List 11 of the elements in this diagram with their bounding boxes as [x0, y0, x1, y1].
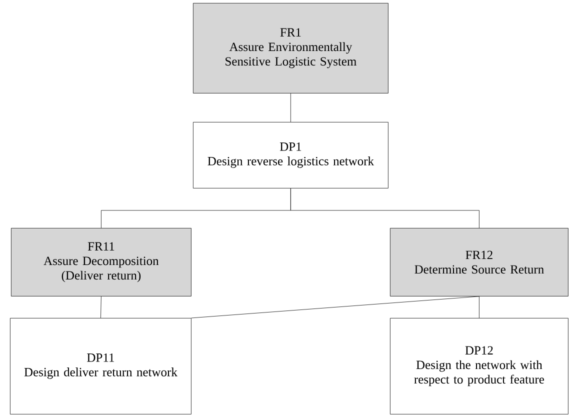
connector-line	[479, 296, 480, 318]
connector-line	[100, 296, 102, 318]
requirement-box: FR11 Assure Decomposition (Deliver return)	[11, 228, 192, 296]
requirement-box: FR1 Assure Environmentally Sensitive Logistic System	[193, 3, 388, 94]
connector-line	[290, 93, 291, 122]
connector-line	[290, 188, 480, 228]
design-box: DP12 Design the network with respect to product feature	[390, 318, 568, 414]
connector-line	[191, 296, 480, 318]
requirement-box: FR12 Determine Source Return	[390, 228, 568, 296]
design-box: DP1 Design reverse logistics network	[193, 122, 388, 188]
design-box: DP11 Design deliver return network	[10, 318, 192, 414]
